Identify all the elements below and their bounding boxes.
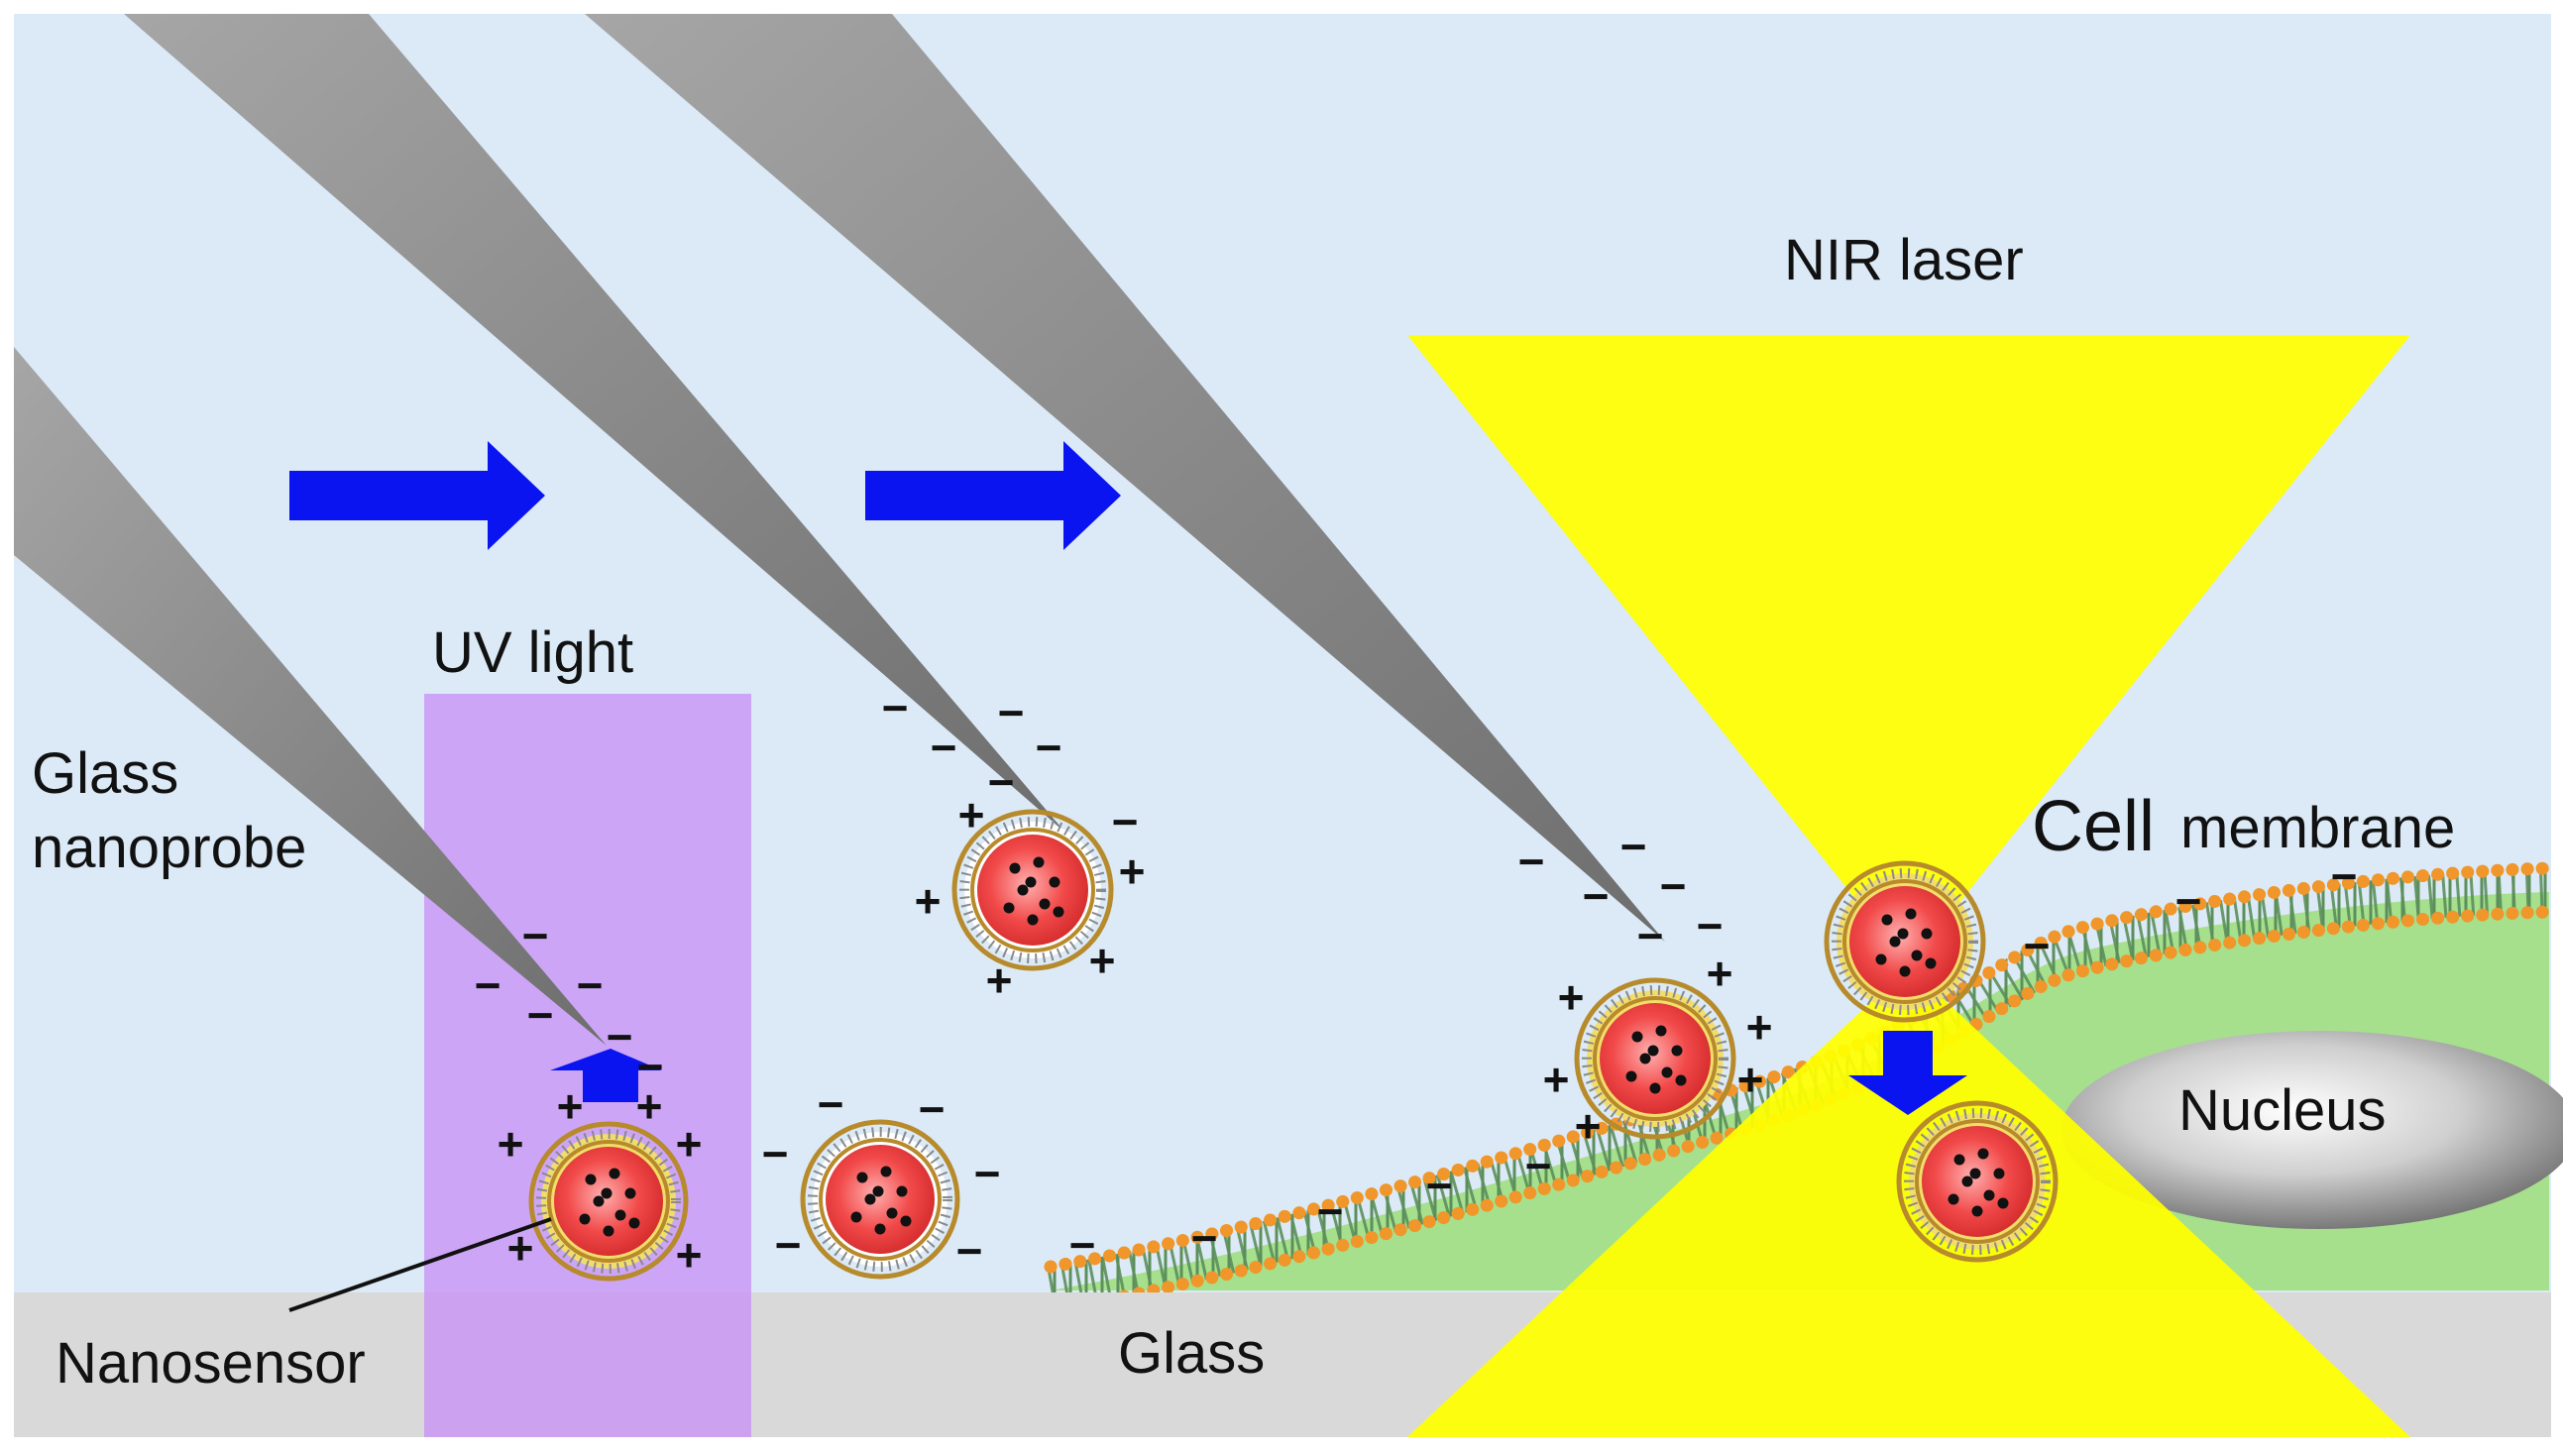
glass-nanoprobe-2	[124, 14, 1065, 833]
nanosensor-3	[800, 1119, 960, 1280]
minus-charge-45: −	[1069, 1219, 1096, 1271]
plus-charge-7: +	[636, 1080, 663, 1132]
plus-charge-17: +	[958, 789, 985, 840]
minus-charge-48: −	[2331, 850, 2358, 902]
label-nanosensor: Nanosensor	[56, 1331, 366, 1396]
minus-charge-14: −	[931, 722, 957, 773]
minus-charge-47: −	[2175, 875, 2202, 927]
label-uv-light: UV light	[432, 620, 633, 685]
label-membrane-word: membrane	[2180, 796, 2455, 860]
minus-charge-29: −	[1518, 836, 1545, 887]
plus-charge-20: +	[915, 875, 942, 927]
plus-charge-19: +	[1119, 845, 1146, 897]
right-arrow-2	[865, 441, 1121, 550]
minus-charge-43: −	[1317, 1185, 1344, 1237]
nanosensor-4	[1574, 977, 1736, 1140]
minus-charge-33: −	[1637, 910, 1664, 961]
glass-nanoprobe-1	[14, 347, 607, 1046]
glass-nanoprobe-3	[585, 14, 1665, 942]
label-glass: Glass	[1118, 1321, 1265, 1386]
minus-charge-32: −	[1660, 860, 1687, 912]
minus-charge-28: −	[956, 1225, 983, 1277]
minus-charge-34: −	[1697, 900, 1724, 952]
plus-charge-6: +	[557, 1080, 584, 1132]
minus-charge-26: −	[974, 1148, 1001, 1199]
plus-charge-21: +	[986, 954, 1013, 1006]
label-cell-word: Cell	[2032, 787, 2155, 866]
nanosensor-5	[1824, 860, 1986, 1023]
label-glass-nanoprobe-line1: Glass	[32, 741, 178, 806]
nucleus	[2062, 1031, 2563, 1229]
plus-charge-39: +	[1737, 1054, 1764, 1105]
plus-charge-8: +	[498, 1118, 524, 1170]
nanosensor-6	[1896, 1100, 2059, 1263]
minus-charge-3: −	[527, 989, 554, 1041]
minus-charge-27: −	[775, 1219, 802, 1271]
label-nucleus: Nucleus	[2178, 1078, 2387, 1143]
minus-charge-4: −	[607, 1011, 633, 1063]
plus-charge-22: +	[1089, 935, 1116, 986]
minus-charge-2: −	[577, 959, 604, 1011]
plus-charge-35: +	[1707, 948, 1733, 999]
plus-charge-9: +	[676, 1118, 703, 1170]
plus-charge-40: +	[1575, 1100, 1602, 1152]
right-arrow-1	[289, 441, 545, 550]
minus-charge-0: −	[522, 910, 549, 961]
label-nir-laser: NIR laser	[1784, 228, 2024, 292]
minus-charge-31: −	[1583, 870, 1610, 922]
plus-charge-37: +	[1746, 1001, 1773, 1053]
label-glass-nanoprobe-line2: nanoprobe	[32, 816, 306, 880]
minus-charge-41: −	[1525, 1140, 1552, 1191]
minus-charge-15: −	[1036, 722, 1062, 773]
minus-charge-23: −	[818, 1078, 844, 1130]
plus-charge-38: +	[1543, 1054, 1570, 1105]
nanosensor-2	[528, 1121, 689, 1282]
down-arrow	[1848, 1031, 1967, 1115]
minus-charge-25: −	[762, 1128, 789, 1179]
up-arrow	[550, 1049, 662, 1102]
minus-charge-12: −	[882, 682, 909, 733]
minus-charge-1: −	[475, 959, 501, 1011]
minus-charge-24: −	[919, 1083, 946, 1135]
minus-charge-5: −	[637, 1041, 664, 1092]
minus-charge-16: −	[988, 756, 1015, 808]
minus-charge-13: −	[998, 687, 1025, 738]
plus-charge-11: +	[676, 1229, 703, 1281]
plus-charge-36: +	[1558, 971, 1585, 1023]
nanosensor-pointer-line	[288, 1217, 552, 1312]
minus-charge-46: −	[2024, 920, 2051, 971]
minus-charge-30: −	[1620, 821, 1647, 872]
minus-charge-42: −	[1426, 1160, 1453, 1211]
minus-charge-44: −	[1191, 1212, 1218, 1264]
minus-charge-18: −	[1112, 796, 1139, 847]
nanosensor-1	[951, 809, 1114, 971]
